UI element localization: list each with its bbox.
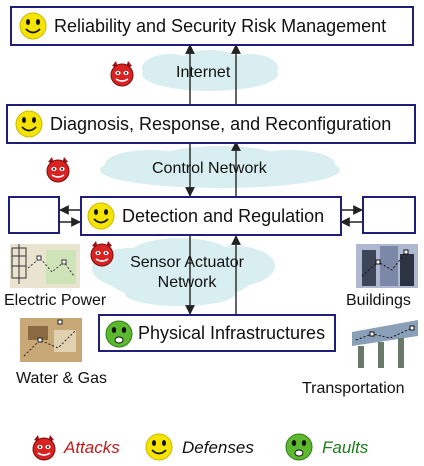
electric-power-illustration — [10, 244, 80, 288]
risk-management-label: Reliability and Security Risk Management — [54, 15, 387, 36]
smiley-defense-icon — [19, 12, 47, 40]
left-side-box — [8, 196, 60, 234]
water-gas-caption: Water & Gas — [16, 370, 107, 387]
diagnosis-box: Diagnosis, Response, and Reconfiguration — [6, 104, 416, 144]
transportation-caption: Transportation — [302, 380, 405, 397]
devil-attack-icon — [90, 241, 114, 267]
smiley-defense-icon — [145, 433, 173, 461]
risk-management-box: Reliability and Security Risk Management — [10, 6, 414, 46]
water-gas-illustration — [20, 318, 82, 362]
smiley-defense-icon — [15, 110, 43, 138]
right-side-box — [362, 196, 416, 234]
devil-attack-icon — [46, 157, 70, 183]
smiley-defense-icon — [87, 202, 115, 230]
electric-power-caption: Electric Power — [4, 292, 107, 309]
transportation-illustration — [352, 320, 418, 368]
physical-box: Physical Infrastructures — [98, 314, 336, 352]
devil-attack-icon — [110, 61, 134, 87]
buildings-caption: Buildings — [346, 292, 411, 309]
green-fault-icon — [285, 433, 313, 461]
sensor-network-cloud — [92, 238, 275, 306]
physical-label: Physical Infrastructures — [138, 322, 326, 343]
internet-label: Internet — [176, 64, 231, 81]
buildings-illustration — [356, 244, 418, 288]
legend-faults-label: Faults — [322, 438, 369, 457]
legend-attacks-label: Attacks — [64, 438, 120, 457]
layer-arrows — [59, 44, 363, 315]
devil-attack-icon — [32, 435, 56, 461]
control-network-label: Control Network — [152, 160, 267, 177]
sensor-network-label-line1: Sensor Actuator — [130, 254, 244, 271]
sensor-network-label-line2: Network — [157, 274, 217, 291]
detection-label: Detection and Regulation — [122, 205, 325, 226]
green-fault-icon — [105, 320, 133, 348]
detection-box: Detection and Regulation — [80, 196, 342, 236]
legend-defenses-label: Defenses — [182, 438, 254, 457]
diagnosis-label: Diagnosis, Response, and Reconfiguration — [50, 113, 392, 134]
